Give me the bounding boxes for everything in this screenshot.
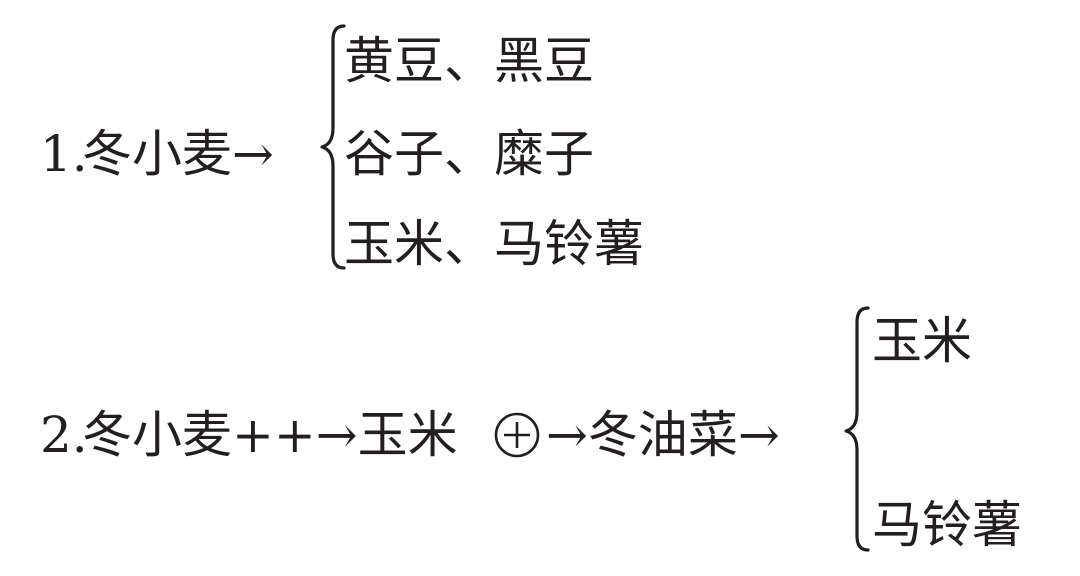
scheme-2-brace bbox=[844, 306, 870, 552]
scheme-1-lead: 冬小麦→ bbox=[82, 125, 274, 183]
scheme-1-number: 1. bbox=[40, 125, 88, 183]
scheme-1-option-1: 黄豆、黑豆 bbox=[344, 32, 594, 90]
scheme-2-chain-part-1: 冬小麦++→玉米 bbox=[82, 406, 458, 464]
scheme-2-number: 2. bbox=[40, 406, 88, 464]
scheme-1-brace bbox=[320, 24, 346, 270]
scheme-1-option-2: 谷子、糜子 bbox=[344, 125, 594, 183]
scheme-1-option-3: 玉米、马铃薯 bbox=[344, 215, 644, 273]
scheme-2-option-1: 玉米 bbox=[872, 312, 972, 370]
circled-plus-icon bbox=[494, 412, 540, 458]
scheme-2-option-2: 马铃薯 bbox=[872, 496, 1022, 554]
scheme-2-chain-part-2: →冬油菜→ bbox=[546, 406, 780, 464]
